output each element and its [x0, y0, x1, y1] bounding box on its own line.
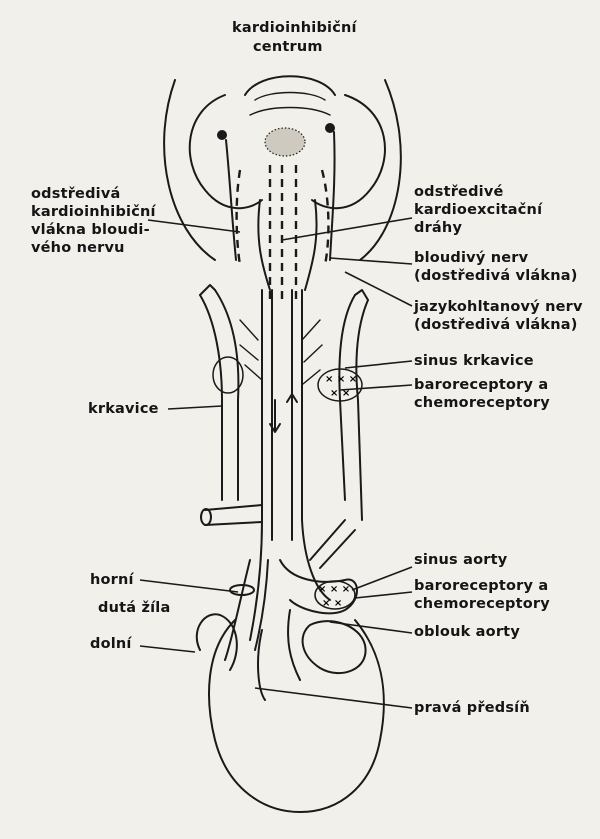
- carotid-arteries: [199, 284, 369, 521]
- carotid-sinus: × × × × ×: [212, 356, 363, 402]
- vagus-line-2: (dostředivá vlákna): [414, 268, 578, 284]
- svg-text:× ×: × ×: [330, 388, 350, 399]
- inhib-fibers-line-2: kardioinhibiční: [31, 204, 156, 220]
- inhib-fibers-line-1: odstředivá: [31, 186, 121, 202]
- aortic-receptors-line-2: chemoreceptory: [414, 596, 550, 612]
- glosso-line-2: (dostředivá vlákna): [414, 317, 578, 333]
- svg-text:× × ×: × × ×: [325, 374, 357, 385]
- nerve-trunk: [249, 289, 331, 641]
- cardioinhibitory-center: [217, 123, 335, 157]
- heart: [208, 609, 385, 813]
- vena-cava-label: dutá žíla: [98, 600, 171, 616]
- excit-paths-line-1: odstředivé: [414, 184, 504, 200]
- carotid-label: krkavice: [88, 401, 159, 417]
- lower-label: dolní: [90, 636, 132, 652]
- svg-text:× × ×: × × ×: [318, 584, 350, 595]
- center-subtitle: centrum: [253, 39, 323, 55]
- brain-outline: [163, 75, 402, 291]
- great-vessels: × × × × ×: [195, 504, 367, 674]
- vagus-line-1: bloudivý nerv: [414, 250, 529, 266]
- right-atrium-label: pravá předsíň: [414, 700, 530, 716]
- excit-paths-line-2: kardioexcitační: [414, 202, 543, 218]
- aortic-sinus-label: sinus aorty: [414, 552, 508, 568]
- pointer-lines: [139, 217, 413, 709]
- inhib-fibers-line-4: vého nervu: [31, 240, 125, 256]
- carotid-sinus-label: sinus krkavice: [414, 353, 534, 369]
- excit-paths-line-3: dráhy: [414, 220, 463, 236]
- center-title: kardioinhibiční: [232, 20, 357, 36]
- inhib-fibers-line-3: vlákna bloudi-: [31, 222, 150, 238]
- glosso-line-1: jazykohltanový nerv: [414, 299, 583, 315]
- carotid-receptors-line-1: baroreceptory a: [414, 377, 549, 393]
- carotid-receptors-line-2: chemoreceptory: [414, 395, 550, 411]
- svg-text:× ×: × ×: [322, 598, 342, 609]
- central-pathways: [225, 131, 336, 300]
- upper-label: horní: [90, 572, 134, 588]
- aortic-arch-label: oblouk aorty: [414, 624, 520, 640]
- aortic-receptors-line-1: baroreceptory a: [414, 578, 549, 594]
